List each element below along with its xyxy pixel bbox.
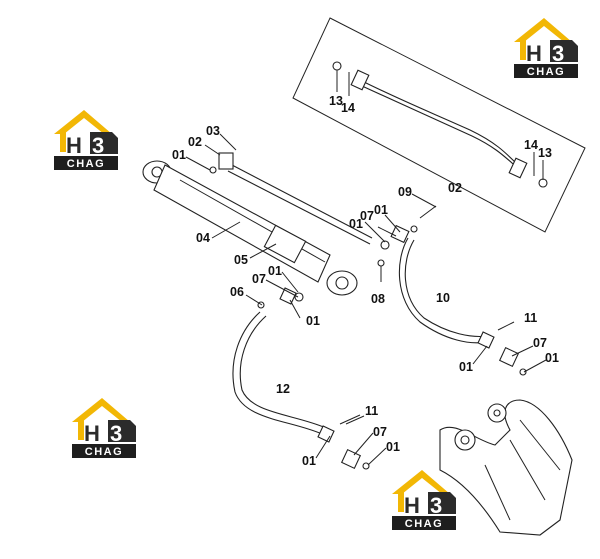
hose: [404, 239, 489, 337]
label-01: 01: [172, 148, 186, 162]
label-04: 04: [196, 231, 210, 245]
label-05: 05: [234, 253, 248, 267]
label-09: 09: [398, 185, 412, 199]
brand-logo: [514, 18, 578, 78]
label-11: 11: [524, 311, 537, 325]
label-11: 11: [365, 404, 378, 418]
part-labels: 01 02 03 04 05 01 07 06 01 02 13 14 14 1…: [172, 94, 559, 468]
label-08: 08: [371, 292, 385, 306]
leader-lines: [185, 133, 547, 466]
fittings: [317, 321, 527, 470]
label-01: 01: [349, 217, 363, 231]
label-01: 01: [302, 454, 316, 468]
label-14: 14: [524, 138, 538, 152]
wire-harness: [332, 61, 548, 188]
label-03: 03: [206, 124, 220, 138]
label-02: 02: [448, 181, 462, 195]
label-01: 01: [268, 264, 282, 278]
label-10: 10: [436, 291, 450, 305]
label-01: 01: [306, 314, 320, 328]
label-02: 02: [188, 135, 202, 149]
brand-logo: [392, 470, 456, 530]
label-13: 13: [329, 94, 343, 108]
inset-frame: [292, 17, 586, 233]
hydraulic-cylinder: [142, 152, 373, 296]
label-01: 01: [459, 360, 473, 374]
label-07: 07: [533, 336, 547, 350]
label-01: 01: [545, 351, 559, 365]
label-01: 01: [386, 440, 400, 454]
label-07: 07: [373, 425, 387, 439]
fittings: [257, 205, 437, 309]
label-07: 07: [360, 209, 374, 223]
boom-bracket: [439, 399, 573, 536]
hose: [232, 311, 323, 435]
hose: [398, 237, 487, 344]
label-14: 14: [341, 101, 355, 115]
label-07: 07: [252, 272, 266, 286]
label-13: 13: [538, 146, 552, 160]
label-01: 01: [374, 203, 388, 217]
brand-logo: [54, 110, 118, 170]
hose: [239, 315, 327, 429]
label-12: 12: [276, 382, 290, 396]
label-06: 06: [230, 285, 244, 299]
brand-logo: [72, 398, 136, 458]
